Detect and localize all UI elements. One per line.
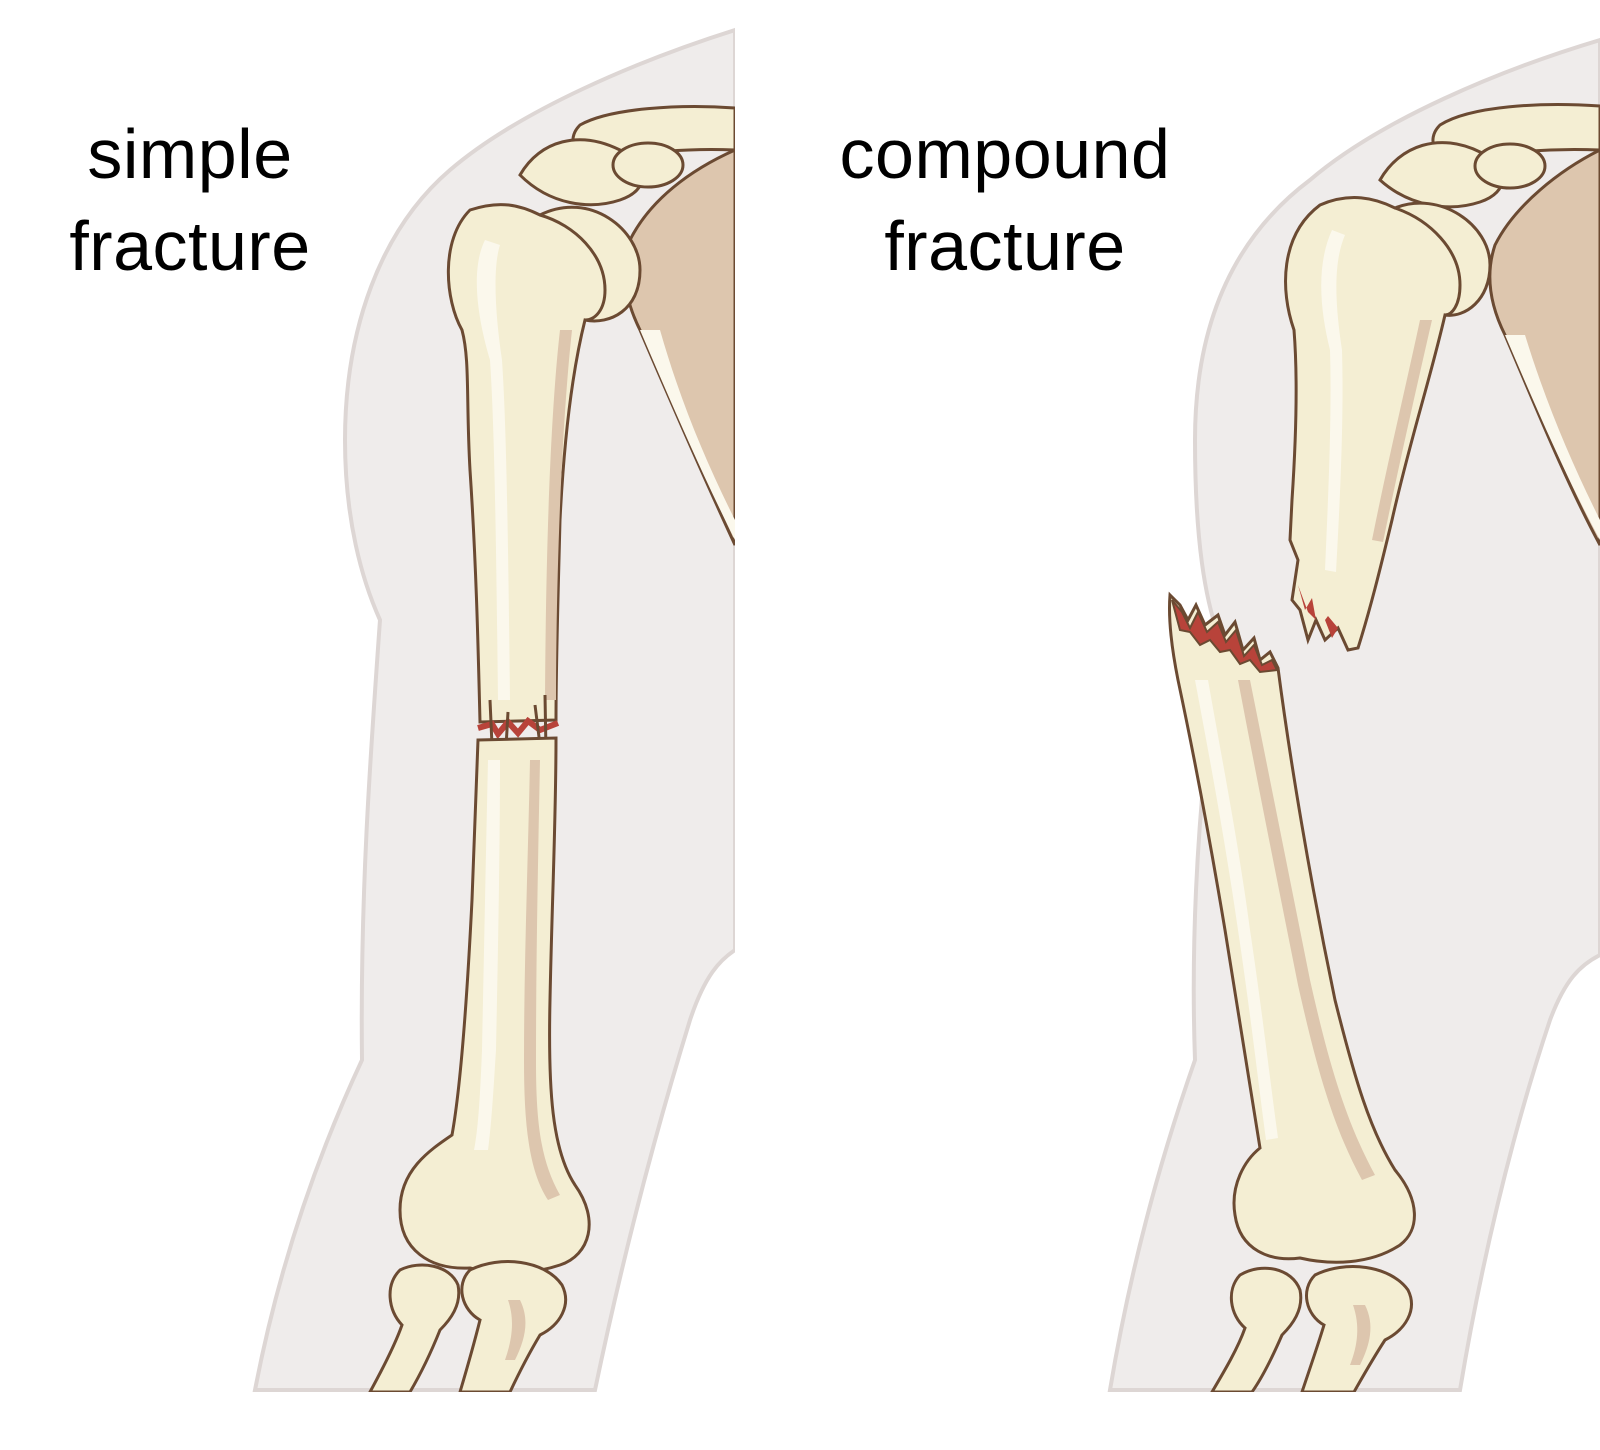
radius-left	[367, 1263, 461, 1394]
humerus-upper-highlight	[476, 240, 510, 700]
humerus-upper-shadow	[545, 330, 572, 700]
ulna-right	[1299, 1265, 1413, 1394]
acromion-tip	[1473, 142, 1547, 190]
bottom-strip	[0, 1392, 735, 1450]
humeral-head-contour	[1394, 206, 1462, 317]
humerus-lower-highlight	[474, 760, 500, 1150]
humerus-lower-shadow	[1238, 680, 1375, 1180]
caption-line-1: simple	[87, 115, 293, 193]
radius-right	[1209, 1266, 1303, 1394]
simple-fracture-illustration	[0, 27, 735, 1450]
compound-fracture-illustration	[780, 37, 1600, 1450]
scapula	[1488, 148, 1600, 546]
arm-silhouette	[1107, 37, 1600, 1392]
caption-line-2: fracture	[69, 207, 311, 285]
acromion-tip	[611, 141, 685, 189]
scapula-highlight	[1505, 335, 1600, 540]
humerus-lower-highlight	[1195, 680, 1278, 1140]
humerus-upper-shadow	[1372, 320, 1432, 542]
simple-fracture-caption: simple fracture	[30, 108, 350, 292]
caption-line-1: compound	[839, 115, 1171, 193]
scapula-highlight	[640, 330, 735, 540]
ulna-right-shadow	[1350, 1305, 1371, 1365]
humerus-lower-shadow	[524, 760, 560, 1200]
scapula	[623, 148, 735, 546]
ulna-left-shadow	[505, 1300, 526, 1360]
caption-line-2: fracture	[884, 207, 1126, 285]
simple-fracture-panel: simple fracture	[0, 0, 735, 1450]
compound-fracture-caption: compound fracture	[820, 108, 1190, 292]
upper-fragment-fracture	[1298, 585, 1338, 638]
bottom-strip	[780, 1392, 1600, 1450]
humeral-head-contour	[539, 213, 607, 322]
lower-fragment-fracture	[1171, 599, 1279, 674]
humerus-upper-highlight	[1321, 230, 1345, 572]
compound-fracture-panel: compound fracture	[780, 0, 1600, 1450]
